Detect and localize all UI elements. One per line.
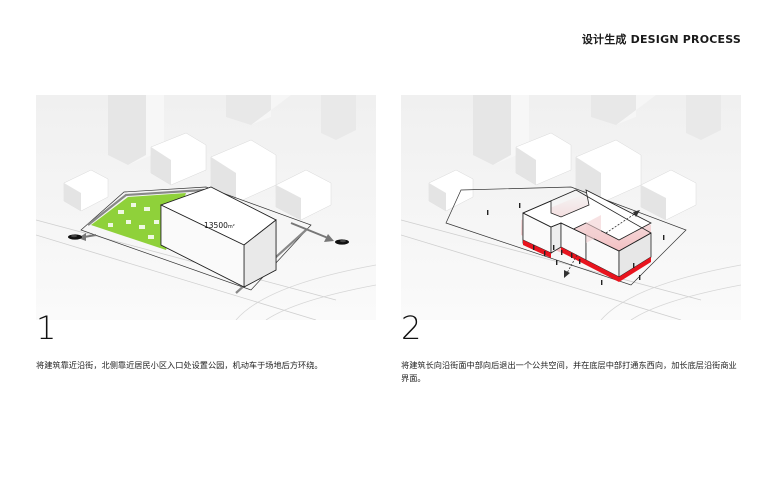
massing-diagram-1: 13500m² <box>36 95 376 320</box>
step-number-1: 1 <box>36 309 57 347</box>
step-caption-1: 将建筑靠近沿街，北侧靠近居民小区入口处设置公园，机动车于场地后方环绕。 <box>36 360 323 370</box>
context-building <box>63 169 109 212</box>
site-boundary <box>445 186 687 286</box>
car-icon <box>68 234 82 240</box>
context-building <box>321 95 356 140</box>
road-line <box>630 284 741 320</box>
massing-diagram-2 <box>401 95 741 320</box>
road-line <box>265 284 376 320</box>
person-icon <box>487 203 665 285</box>
road-line <box>36 234 317 320</box>
context-building <box>150 132 207 186</box>
road-line <box>401 219 702 301</box>
car-icon <box>335 239 349 245</box>
proposed-building <box>159 186 277 288</box>
diagram-panel-1: 13500m² <box>36 95 376 320</box>
proposed-building <box>522 189 652 278</box>
context-building <box>226 95 291 125</box>
road-line <box>600 264 741 320</box>
page-title: 设计生成 DESIGN PROCESS <box>581 33 741 46</box>
area-label: 13500m² <box>204 221 235 230</box>
road-line <box>401 234 682 320</box>
context-building <box>515 132 572 186</box>
arrow-icon <box>564 254 578 278</box>
road-line <box>235 264 376 320</box>
context-building <box>591 95 656 125</box>
step-number-2: 2 <box>401 309 422 347</box>
arrow-icon <box>605 210 640 234</box>
arrow-icon <box>290 222 334 242</box>
context-building <box>428 169 474 212</box>
context-building <box>686 95 721 140</box>
step-caption-2: 将建筑长向沿街面中部向后退出一个公共空间，并在底层中部打通东西向，加长底层沿街商… <box>401 360 737 383</box>
context-building <box>640 169 697 221</box>
diagram-panel-2 <box>401 95 741 320</box>
context-building <box>275 169 332 221</box>
vehicle-route <box>87 188 205 226</box>
